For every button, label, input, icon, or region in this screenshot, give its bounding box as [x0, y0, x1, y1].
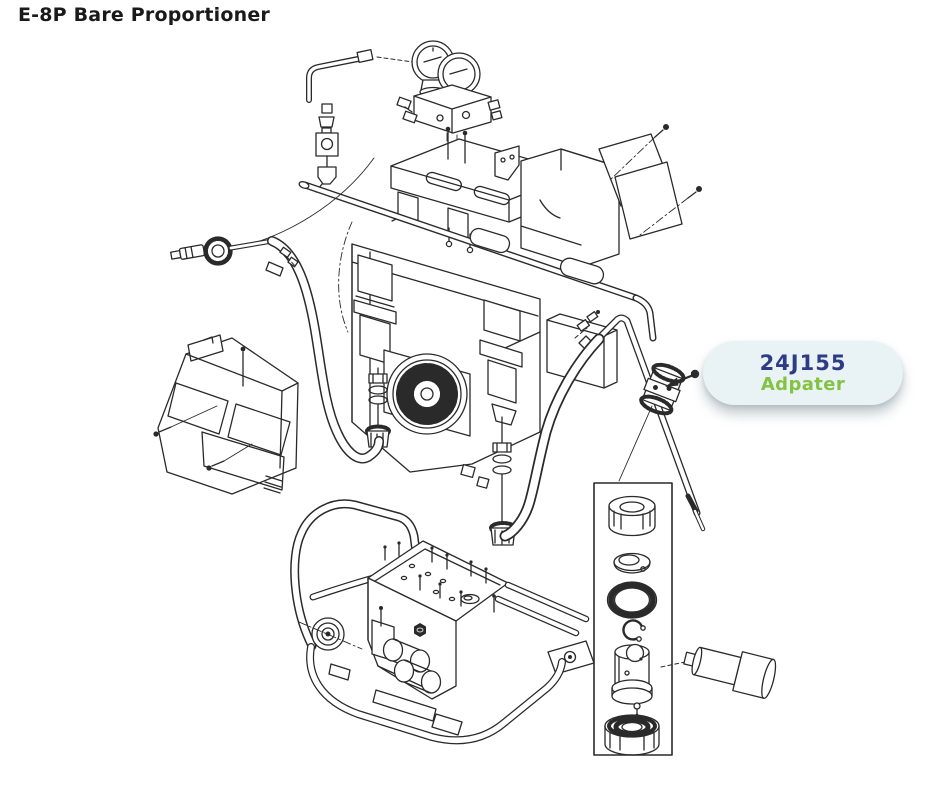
right-hose-wand [499, 310, 706, 542]
left-hose-wand [170, 236, 384, 464]
part-name-label: Adpater [760, 374, 846, 396]
page-title: E-8P Bare Proportioner [18, 4, 271, 26]
callout-pointer [665, 369, 700, 387]
control-box [153, 334, 299, 495]
part-number: 24J155 [759, 351, 847, 376]
pump-motor-assembly [234, 157, 657, 546]
cart-frame [290, 499, 595, 745]
plug-fitting [683, 646, 777, 699]
cover-and-panels [494, 124, 702, 268]
adapter-exploded-parts [593, 482, 777, 756]
part-callout[interactable]: 24J155 Adpater [703, 341, 903, 405]
